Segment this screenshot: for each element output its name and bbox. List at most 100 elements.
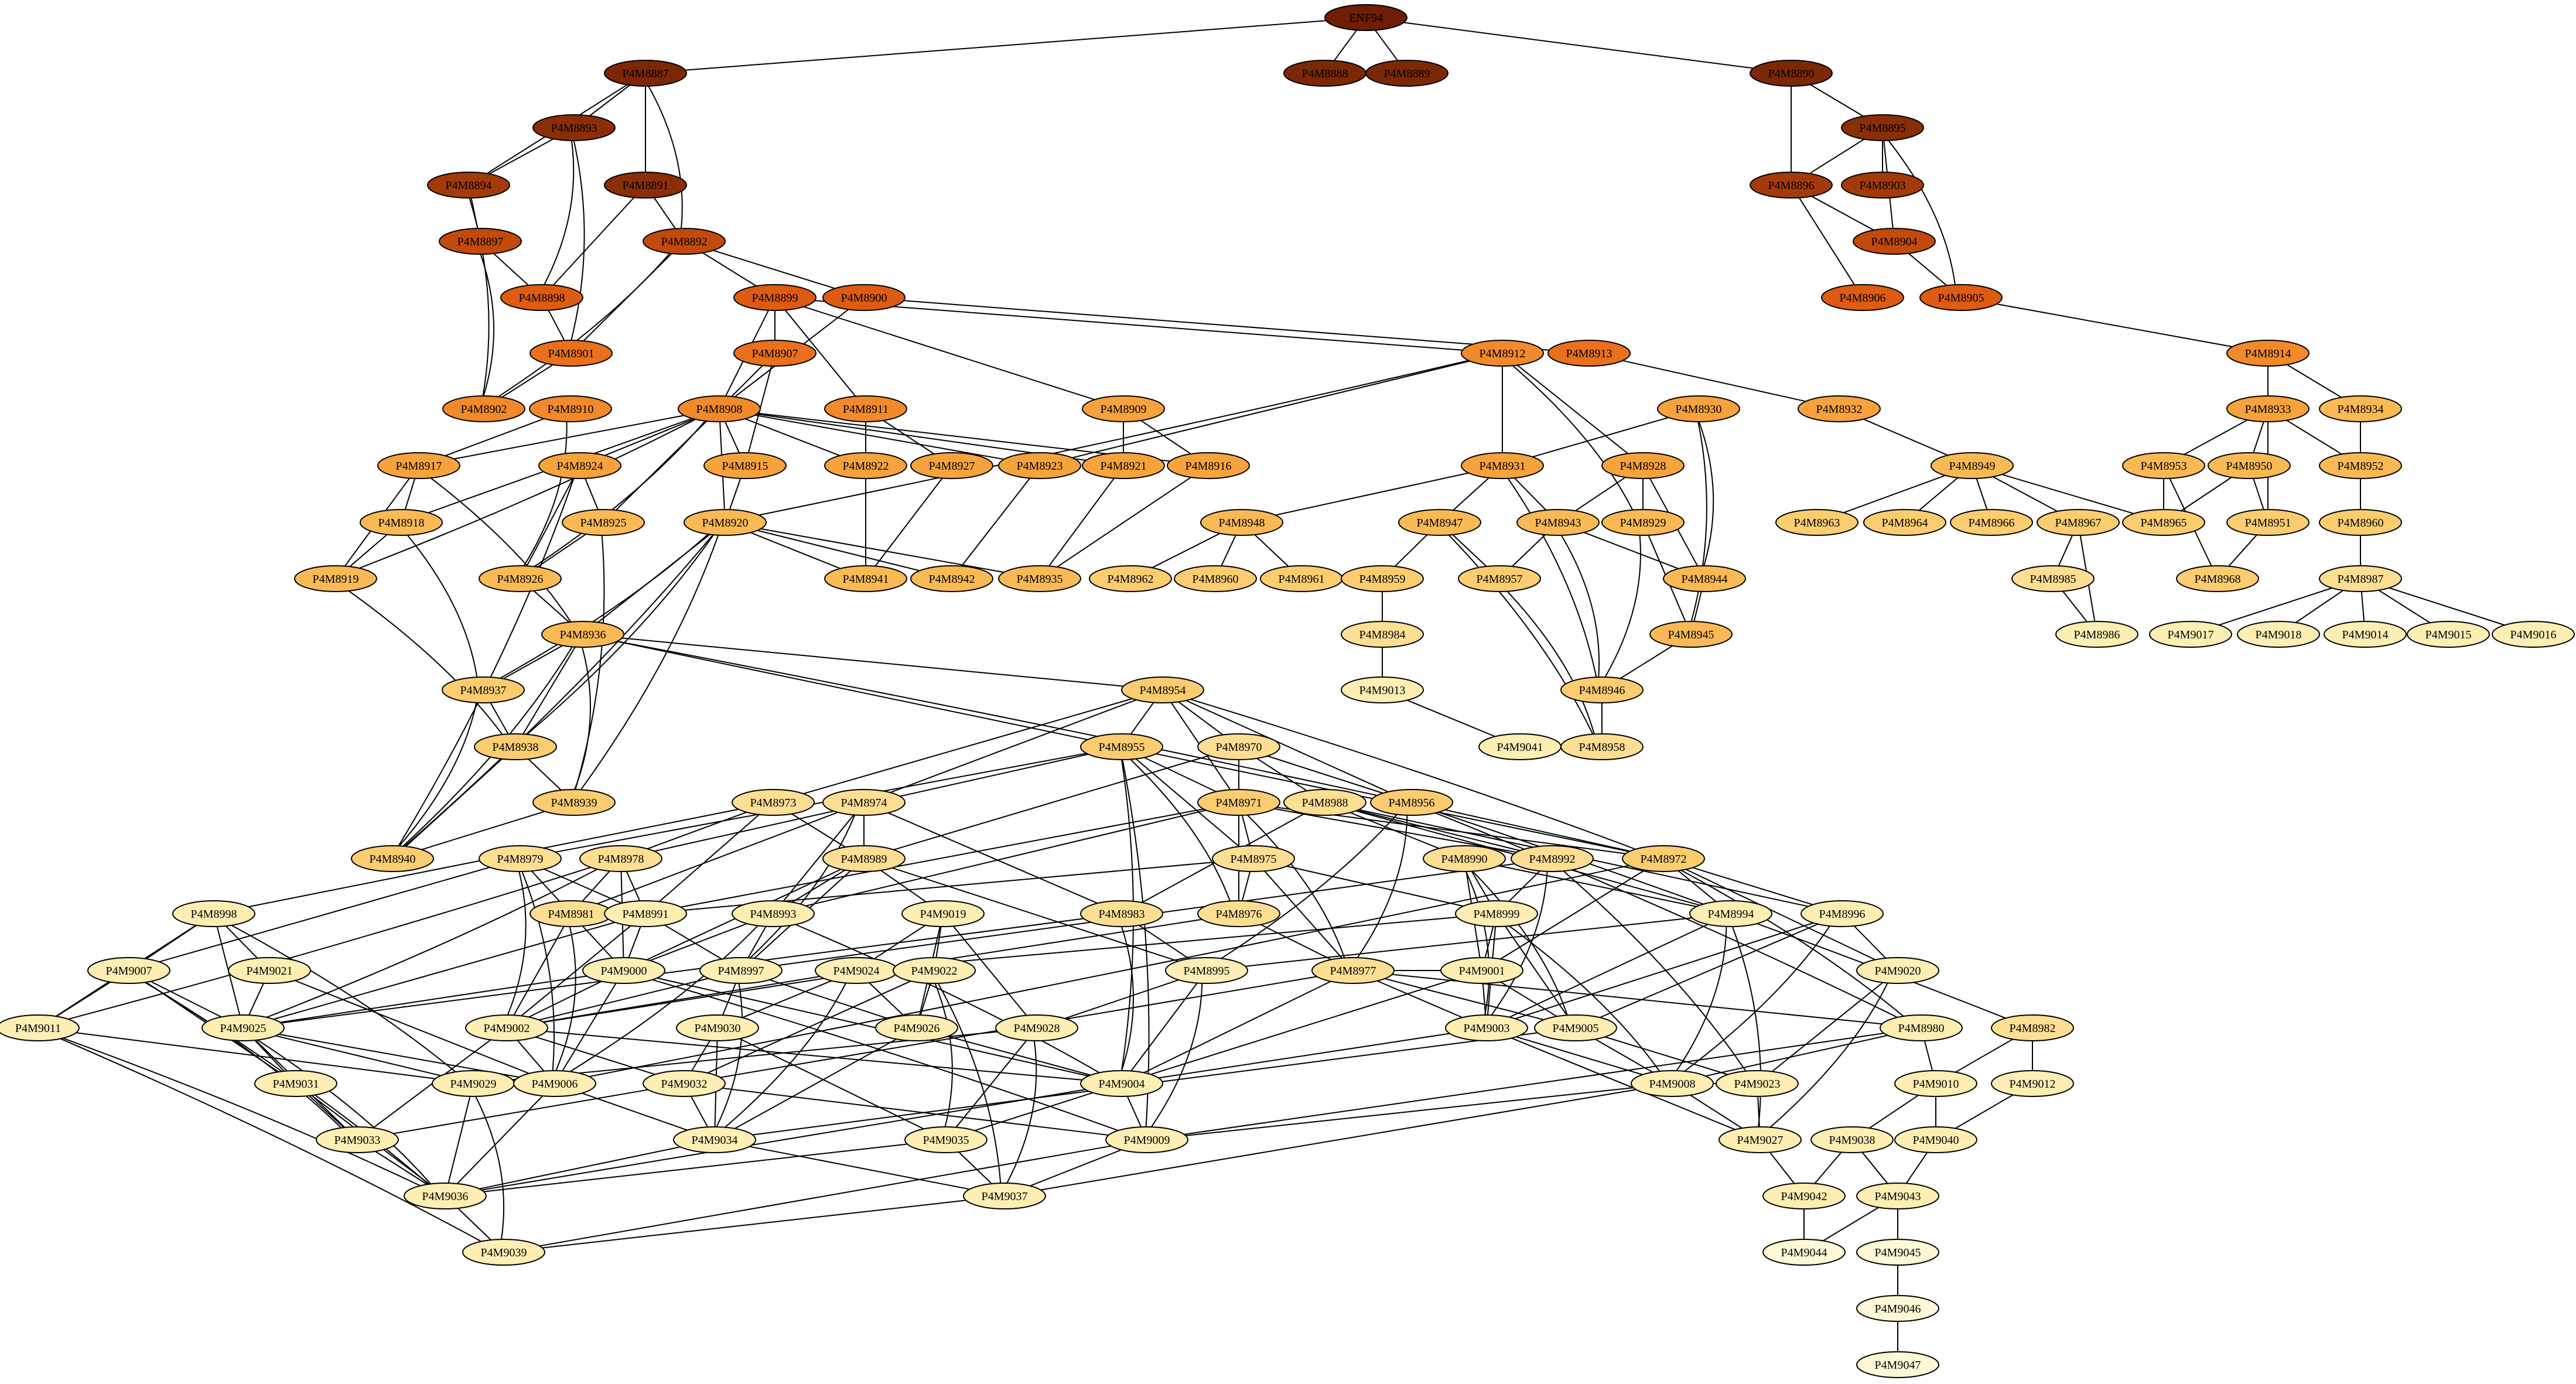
node-ENF94[interactable]: ENF94 <box>1324 4 1407 31</box>
node-P4M8970[interactable]: P4M8970 <box>1197 733 1280 760</box>
node-P4M9035[interactable]: P4M9035 <box>904 1126 988 1153</box>
node-P4M8955[interactable]: P4M8955 <box>1080 733 1163 760</box>
node-P4M8993[interactable]: P4M8993 <box>732 900 815 927</box>
node-P4M8983[interactable]: P4M8983 <box>1080 900 1163 927</box>
node-P4M8965[interactable]: P4M8965 <box>2122 509 2205 536</box>
node-P4M8908[interactable]: P4M8908 <box>678 395 761 422</box>
node-P4M8934[interactable]: P4M8934 <box>2319 395 2402 422</box>
node-P4M8936[interactable]: P4M8936 <box>541 621 624 648</box>
node-P4M8981[interactable]: P4M8981 <box>529 900 613 927</box>
node-P4M8973[interactable]: P4M8973 <box>732 789 815 816</box>
node-P4M8997[interactable]: P4M8997 <box>699 957 783 984</box>
node-P4M9007[interactable]: P4M9007 <box>87 957 170 984</box>
node-P4M9042[interactable]: P4M9042 <box>1762 1183 1846 1209</box>
node-P4M8944[interactable]: P4M8944 <box>1663 565 1746 592</box>
node-P4M9019[interactable]: P4M9019 <box>901 900 985 927</box>
node-P4M9009[interactable]: P4M9009 <box>1105 1126 1188 1153</box>
node-P4M8895[interactable]: P4M8895 <box>1841 114 1924 141</box>
node-P4M8935[interactable]: P4M8935 <box>998 565 1081 592</box>
node-P4M8964[interactable]: P4M8964 <box>1863 509 1946 536</box>
node-P4M8933[interactable]: P4M8933 <box>2226 395 2309 422</box>
node-P4M9004[interactable]: P4M9004 <box>1080 1070 1163 1097</box>
node-P4M9002[interactable]: P4M9002 <box>465 1014 548 1041</box>
node-P4M8899[interactable]: P4M8899 <box>733 284 816 311</box>
node-P4M8982[interactable]: P4M8982 <box>1991 1014 2074 1041</box>
node-P4M8953[interactable]: P4M8953 <box>2122 452 2205 479</box>
node-P4M8939[interactable]: P4M8939 <box>532 789 616 816</box>
node-P4M8931[interactable]: P4M8931 <box>1461 452 1544 479</box>
node-P4M8929[interactable]: P4M8929 <box>1601 509 1685 536</box>
node-P4M8950[interactable]: P4M8950 <box>2208 452 2291 479</box>
node-P4M8966[interactable]: P4M8966 <box>1950 509 2033 536</box>
node-P4M8917[interactable]: P4M8917 <box>377 452 460 479</box>
node-P4M8971[interactable]: P4M8971 <box>1197 789 1280 816</box>
node-P4M8961[interactable]: P4M8961 <box>1260 565 1343 592</box>
node-P4M9006[interactable]: P4M9006 <box>513 1070 596 1097</box>
node-P4M8919[interactable]: P4M8919 <box>294 565 377 592</box>
node-P4M8920[interactable]: P4M8920 <box>684 509 767 536</box>
node-P4M8967[interactable]: P4M8967 <box>2037 509 2120 536</box>
node-P4M8909[interactable]: P4M8909 <box>1082 395 1165 422</box>
node-P4M8889[interactable]: P4M8889 <box>1365 60 1448 87</box>
node-P4M8927[interactable]: P4M8927 <box>910 452 993 479</box>
node-P4M8923[interactable]: P4M8923 <box>998 452 1081 479</box>
node-P4M9000[interactable]: P4M9000 <box>582 957 665 984</box>
node-P4M8911[interactable]: P4M8911 <box>824 395 907 422</box>
node-P4M8902[interactable]: P4M8902 <box>442 395 525 422</box>
node-P4M8912[interactable]: P4M8912 <box>1461 340 1544 367</box>
node-P4M8958[interactable]: P4M8958 <box>1560 733 1644 760</box>
node-P4M8943[interactable]: P4M8943 <box>1516 509 1600 536</box>
node-P4M8937[interactable]: P4M8937 <box>442 676 525 703</box>
node-P4M8990[interactable]: P4M8990 <box>1423 845 1506 872</box>
node-P4M8900[interactable]: P4M8900 <box>822 284 906 311</box>
node-P4M8962[interactable]: P4M8962 <box>1089 565 1172 592</box>
node-P4M9015[interactable]: P4M9015 <box>2407 621 2490 648</box>
node-P4M8925[interactable]: P4M8925 <box>562 509 645 536</box>
node-P4M8991[interactable]: P4M8991 <box>604 900 687 927</box>
node-P4M8956[interactable]: P4M8956 <box>1370 789 1453 816</box>
node-P4M8910[interactable]: P4M8910 <box>529 395 612 422</box>
node-P4M8960b[interactable]: P4M8960 <box>1174 565 1257 592</box>
node-P4M8972[interactable]: P4M8972 <box>1622 845 1705 872</box>
node-P4M9044[interactable]: P4M9044 <box>1762 1239 1846 1266</box>
node-P4M8887[interactable]: P4M8887 <box>604 60 687 87</box>
node-P4M8987[interactable]: P4M8987 <box>2319 565 2402 592</box>
node-P4M9037[interactable]: P4M9037 <box>963 1183 1046 1209</box>
node-P4M9023[interactable]: P4M9023 <box>1716 1070 1799 1097</box>
node-P4M8924[interactable]: P4M8924 <box>538 452 621 479</box>
node-P4M9012[interactable]: P4M9012 <box>1991 1070 2074 1097</box>
node-P4M8948[interactable]: P4M8948 <box>1200 509 1283 536</box>
node-P4M8890[interactable]: P4M8890 <box>1750 60 1833 87</box>
node-P4M9024[interactable]: P4M9024 <box>815 957 898 984</box>
node-P4M8978[interactable]: P4M8978 <box>579 845 662 872</box>
node-P4M9022[interactable]: P4M9022 <box>893 957 976 984</box>
node-P4M8942[interactable]: P4M8942 <box>910 565 993 592</box>
node-P4M9016[interactable]: P4M9016 <box>2492 621 2575 648</box>
node-P4M9043[interactable]: P4M9043 <box>1856 1183 1939 1209</box>
node-P4M8922[interactable]: P4M8922 <box>824 452 907 479</box>
node-P4M8930[interactable]: P4M8930 <box>1657 395 1740 422</box>
node-P4M8915[interactable]: P4M8915 <box>703 452 787 479</box>
node-P4M8896[interactable]: P4M8896 <box>1750 172 1833 199</box>
node-P4M8898[interactable]: P4M8898 <box>500 284 583 311</box>
node-P4M9001[interactable]: P4M9001 <box>1440 957 1523 984</box>
node-P4M9038[interactable]: P4M9038 <box>1810 1126 1894 1153</box>
node-P4M8901[interactable]: P4M8901 <box>529 340 613 367</box>
node-P4M8963[interactable]: P4M8963 <box>1775 509 1858 536</box>
node-P4M9034[interactable]: P4M9034 <box>673 1126 756 1153</box>
node-P4M9005[interactable]: P4M9005 <box>1534 1014 1617 1041</box>
node-P4M9041[interactable]: P4M9041 <box>1478 733 1562 760</box>
node-P4M8979[interactable]: P4M8979 <box>479 845 562 872</box>
node-P4M9010[interactable]: P4M9010 <box>1894 1070 1977 1097</box>
node-P4M9028[interactable]: P4M9028 <box>995 1014 1078 1041</box>
node-P4M9046[interactable]: P4M9046 <box>1856 1295 1939 1322</box>
node-P4M8945[interactable]: P4M8945 <box>1649 621 1733 648</box>
node-P4M9033[interactable]: P4M9033 <box>316 1126 399 1153</box>
node-P4M9039[interactable]: P4M9039 <box>462 1239 545 1266</box>
node-P4M8888[interactable]: P4M8888 <box>1283 60 1366 87</box>
node-P4M8928[interactable]: P4M8928 <box>1601 452 1685 479</box>
node-P4M8938[interactable]: P4M8938 <box>474 733 557 760</box>
node-P4M8947[interactable]: P4M8947 <box>1398 509 1481 536</box>
node-P4M8906[interactable]: P4M8906 <box>1821 284 1904 311</box>
node-P4M9011[interactable]: P4M9011 <box>0 1014 80 1041</box>
